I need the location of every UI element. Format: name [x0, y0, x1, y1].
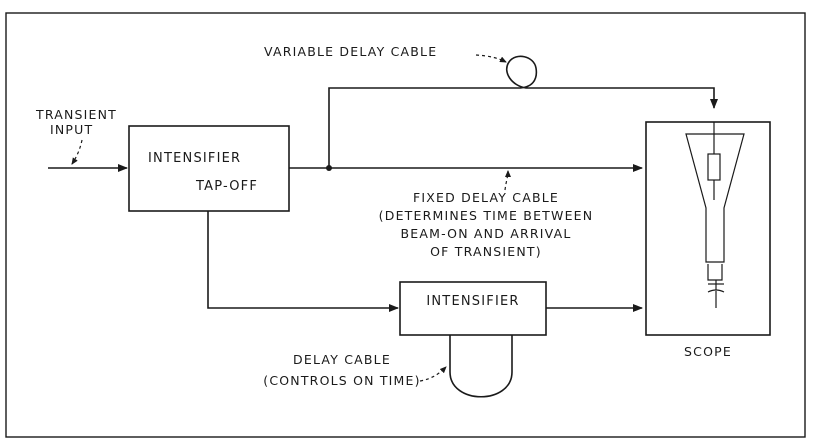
transient-input-leader [71, 139, 83, 165]
transient-input-label: TRANSIENT [35, 107, 117, 122]
variable-delay-cable [328, 55, 718, 168]
intensifier-box [399, 281, 547, 336]
scope-label: SCOPE [684, 344, 732, 359]
fixed-delay-label: FIXED DELAY CABLE [413, 190, 559, 205]
fixed-delay-leader [504, 170, 511, 191]
delay-cable-leader [419, 366, 447, 382]
intensifier-box-label: INTENSIFIER [426, 294, 519, 309]
figure-border [5, 12, 806, 438]
tapoff-box-label: INTENSIFIER [148, 151, 241, 166]
fixed-delay-label: OF TRANSIENT) [430, 244, 542, 259]
transient-input-label: INPUT [50, 122, 93, 137]
delay-cable-label: DELAY CABLE [293, 352, 391, 367]
intensifier-feed-line [207, 210, 399, 312]
variable-delay-label: VARIABLE DELAY CABLE [264, 44, 437, 59]
crt-tube-symbol [685, 122, 745, 308]
delay-cable-label: (CONTROLS ON TIME) [263, 373, 420, 388]
intensifier-tapoff-box [128, 125, 290, 212]
tapoff-box-label: TAP-OFF [195, 179, 258, 194]
fixed-delay-label: BEAM-ON AND ARRIVAL [400, 226, 571, 241]
fixed-delay-label: (DETERMINES TIME BETWEEN [379, 208, 594, 223]
variable-delay-leader [475, 54, 507, 63]
delay-cable-loop [449, 335, 513, 398]
